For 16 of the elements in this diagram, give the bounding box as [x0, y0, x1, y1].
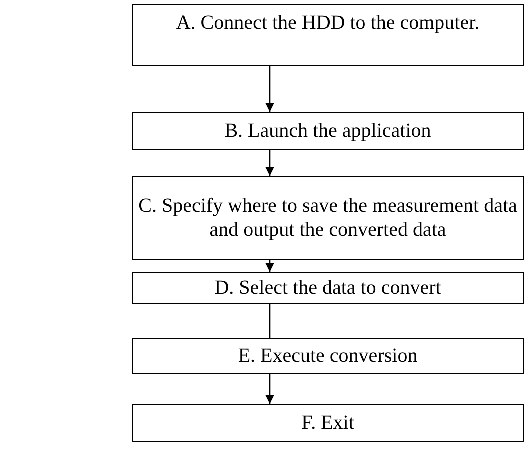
arrow — [265, 66, 275, 112]
arrow — [265, 374, 275, 404]
process-box — [132, 176, 524, 260]
step-text: B. Launch the application — [224, 119, 432, 143]
step-text: D. Select the data to convert — [214, 276, 442, 300]
process-box — [132, 112, 524, 150]
arrow — [265, 150, 275, 176]
arrow — [265, 260, 275, 272]
step-text: C. Specify where to save the measurement data and output the converted data — [138, 194, 518, 242]
step-text: E. Execute conversion — [238, 344, 418, 368]
process-box — [132, 272, 524, 304]
step-text: F. Exit — [302, 411, 354, 435]
process-box — [132, 338, 524, 374]
step-text: A. Connect the HDD to the computer. — [176, 11, 480, 35]
process-box — [132, 404, 524, 442]
process-box — [132, 4, 524, 66]
